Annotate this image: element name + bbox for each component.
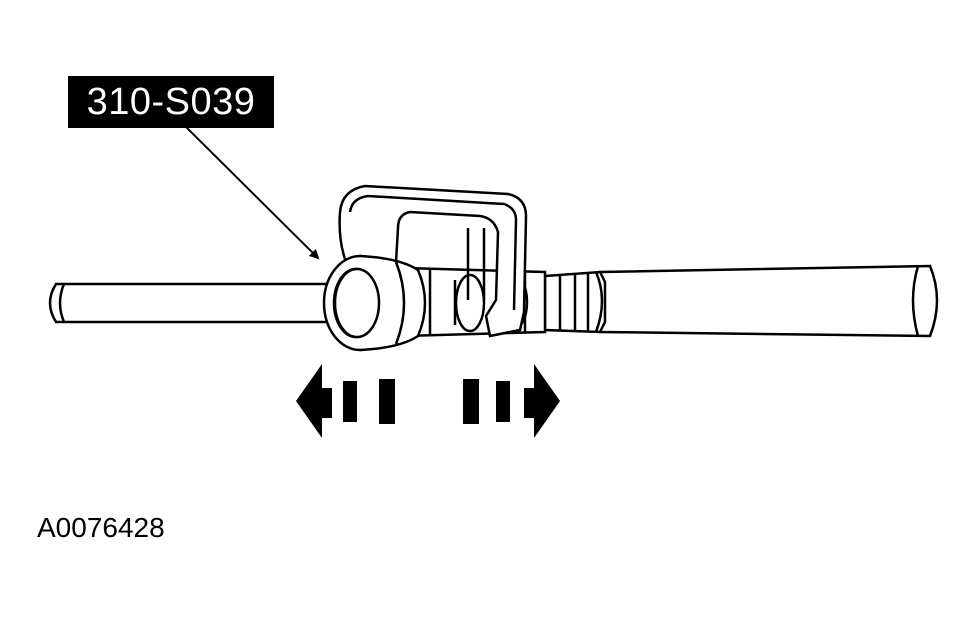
- right-fuel-tube: [598, 264, 939, 338]
- push-arrow-left: [296, 364, 395, 438]
- figure-id: A0076428: [37, 512, 165, 543]
- tool-number-label: 310-S039: [68, 76, 274, 128]
- pull-arrow-right: [463, 364, 560, 438]
- tool-number-text: 310-S039: [86, 80, 256, 123]
- leader-line: [184, 125, 320, 260]
- left-fuel-tube: [48, 282, 374, 324]
- disconnect-tool: [322, 184, 528, 352]
